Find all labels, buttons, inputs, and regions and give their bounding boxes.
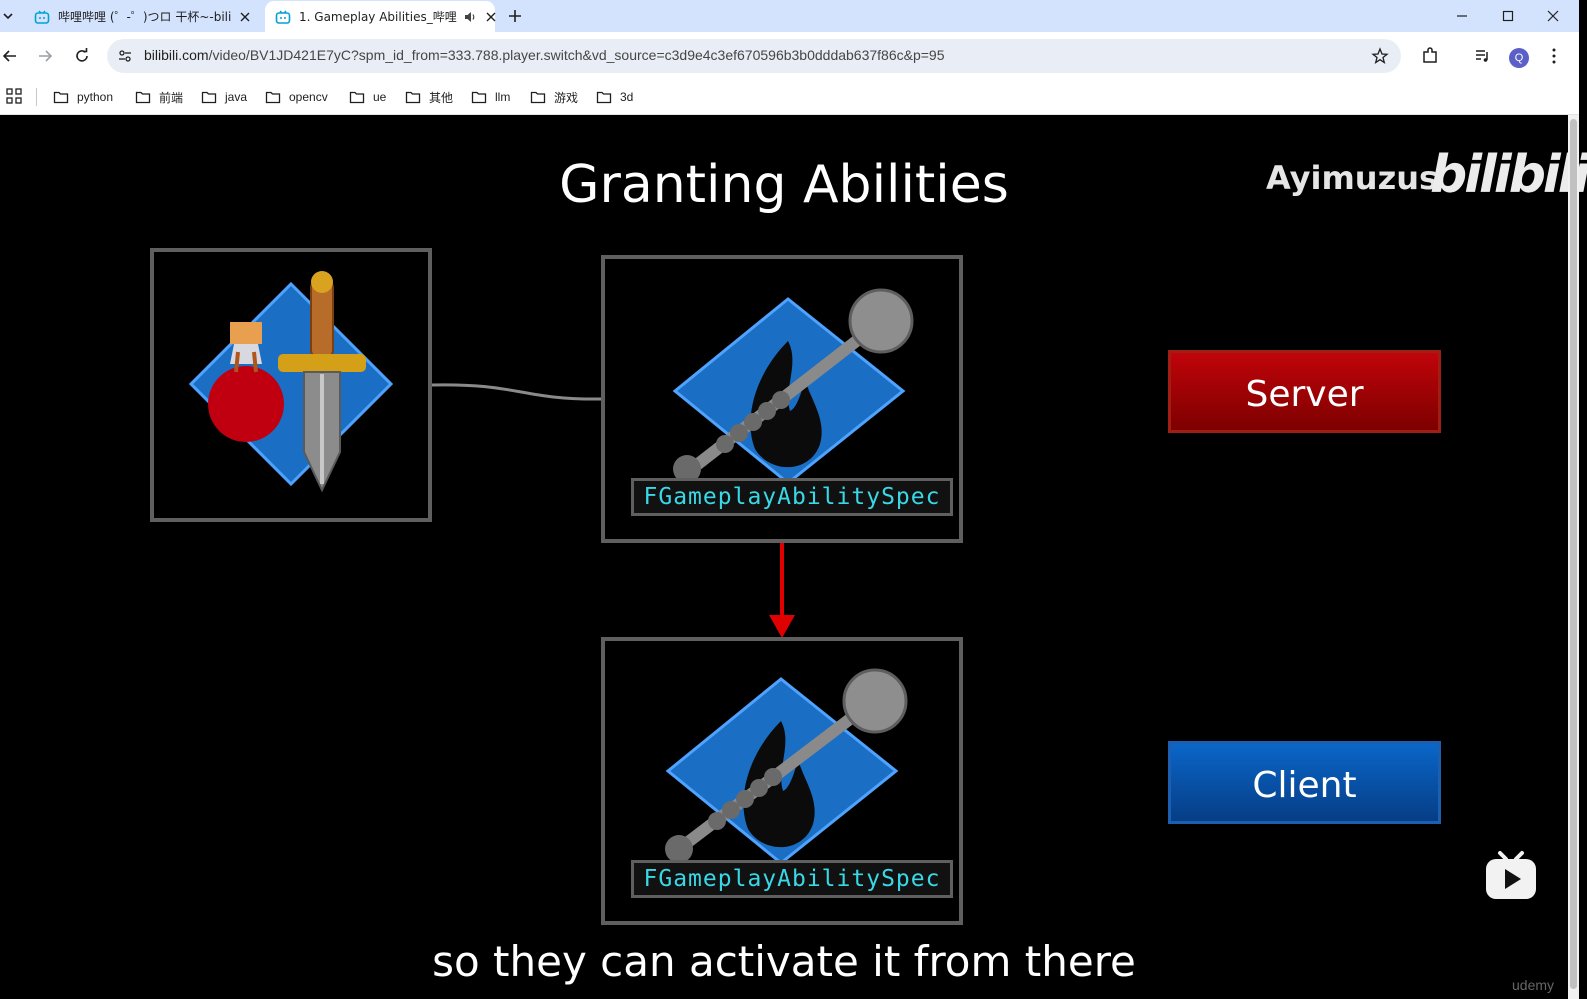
site-info-tune-icon[interactable] xyxy=(117,48,133,64)
address-bar[interactable]: bilibili.com/video/BV1JD421E7yC?spm_id_f… xyxy=(107,39,1401,73)
bookmark-label: 其他 xyxy=(429,90,454,105)
bookmark-folder-3d[interactable]: 3d xyxy=(596,86,633,108)
bookmark-label: 3d xyxy=(620,90,634,104)
bilibili-tv-play-icon[interactable] xyxy=(1484,849,1538,901)
bookmark-folder-games[interactable]: 游戏 xyxy=(530,86,578,108)
apps-grid-icon[interactable] xyxy=(6,88,22,104)
bookmark-folder-ue[interactable]: ue xyxy=(349,86,386,108)
udemy-watermark: udemy xyxy=(1512,977,1555,993)
new-tab-plus-icon[interactable] xyxy=(505,6,525,26)
folder-icon xyxy=(596,91,612,104)
close-window-icon[interactable] xyxy=(1541,4,1565,28)
video-player[interactable]: Granting Abilities Ayimuzus bilibili xyxy=(0,115,1587,999)
fire-staff-ability-icon xyxy=(665,668,908,865)
bookmark-label: opencv xyxy=(289,90,328,104)
bookmark-folder-java[interactable]: java xyxy=(201,86,247,108)
ability-spec-box-client: FGameplayAbilitySpec xyxy=(601,637,963,925)
client-label-box: Client xyxy=(1168,741,1441,824)
page-scrollbar[interactable] xyxy=(1568,115,1579,999)
bookmark-folder-other[interactable]: 其他 xyxy=(405,86,453,108)
speaker-audio-icon[interactable] xyxy=(463,10,477,24)
url-domain: bilibili.com xyxy=(144,47,209,63)
bookmark-label: ue xyxy=(373,90,387,104)
potion-and-sword-icon xyxy=(188,271,394,493)
bookmarks-divider xyxy=(36,88,37,106)
folder-icon xyxy=(265,91,281,104)
bookmark-label: 前端 xyxy=(159,90,184,105)
bookmark-folder-frontend[interactable]: 前端 xyxy=(135,86,183,108)
folder-icon xyxy=(135,91,151,104)
bilibili-favicon-icon xyxy=(275,10,291,24)
media-playlist-icon[interactable] xyxy=(1473,46,1493,66)
tab-title: 1. Gameplay Abilities_哔哩 xyxy=(299,10,457,24)
bilibili-logo-watermark: bilibili xyxy=(1430,145,1587,205)
server-label-box: Server xyxy=(1168,350,1441,433)
forward-arrow-icon[interactable] xyxy=(35,46,55,66)
back-arrow-icon[interactable] xyxy=(0,46,20,66)
folder-icon xyxy=(53,91,69,104)
tab-search-chevron-icon[interactable] xyxy=(0,6,16,26)
uploader-watermark: Ayimuzus xyxy=(1266,159,1439,197)
folder-icon xyxy=(471,91,487,104)
diagram-connectors xyxy=(430,383,795,638)
url-path: /video/BV1JD421E7yC?spm_id_from=333.788.… xyxy=(208,47,945,63)
bookmark-label: llm xyxy=(495,90,511,104)
close-tab-icon[interactable] xyxy=(237,9,253,25)
bookmark-folder-llm[interactable]: llm xyxy=(471,86,510,108)
tab-strip: 哔哩哔哩 (゜-゜)つロ 干杯~-bili 1. Gameplay Abilit… xyxy=(0,0,1579,32)
bookmark-label: 游戏 xyxy=(554,90,579,105)
bilibili-favicon-icon xyxy=(34,10,50,24)
tab-bilibili-home[interactable]: 哔哩哔哩 (゜-゜)つロ 干杯~-bili xyxy=(24,1,259,32)
folder-icon xyxy=(349,91,365,104)
folder-icon xyxy=(405,91,421,104)
item-box xyxy=(150,248,432,522)
item-to-spec-connector xyxy=(430,383,603,401)
more-menu-kebab-icon[interactable] xyxy=(1544,46,1564,66)
bookmark-star-icon[interactable] xyxy=(1371,47,1389,65)
profile-avatar[interactable]: Q xyxy=(1509,48,1529,68)
slide-title: Granting Abilities xyxy=(559,155,1009,215)
scrollbar-thumb[interactable] xyxy=(1570,119,1577,989)
tab-title: 哔哩哔哩 (゜-゜)つロ 干杯~-bili xyxy=(58,10,232,24)
fire-staff-ability-icon xyxy=(672,288,914,485)
url-text[interactable]: bilibili.com/video/BV1JD421E7yC?spm_id_f… xyxy=(144,47,945,63)
video-subtitle: so they can activate it from there xyxy=(432,937,1136,986)
bookmark-label: java xyxy=(225,90,248,104)
ability-spec-label: FGameplayAbilitySpec xyxy=(631,860,953,898)
bookmark-label: python xyxy=(77,90,114,104)
extensions-puzzle-icon[interactable] xyxy=(1420,46,1440,66)
tab-gameplay-abilities[interactable]: 1. Gameplay Abilities_哔哩 xyxy=(265,1,496,32)
bookmark-folder-opencv[interactable]: opencv xyxy=(265,86,328,108)
ability-spec-label: FGameplayAbilitySpec xyxy=(631,478,953,516)
browser-toolbar: bilibili.com/video/BV1JD421E7yC?spm_id_f… xyxy=(0,32,1579,80)
folder-icon xyxy=(530,91,546,104)
bookmark-folder-python[interactable]: python xyxy=(53,86,113,108)
folder-icon xyxy=(201,91,217,104)
ability-spec-box-server: FGameplayAbilitySpec xyxy=(601,255,963,543)
replication-arrow-head xyxy=(769,615,795,638)
minimize-icon[interactable] xyxy=(1450,4,1474,28)
close-tab-icon[interactable] xyxy=(483,9,499,25)
reload-icon[interactable] xyxy=(72,46,92,66)
bookmarks-bar: python 前端 java opencv ue 其他 llm 游戏 3d xyxy=(0,80,1579,115)
maximize-icon[interactable] xyxy=(1496,4,1520,28)
